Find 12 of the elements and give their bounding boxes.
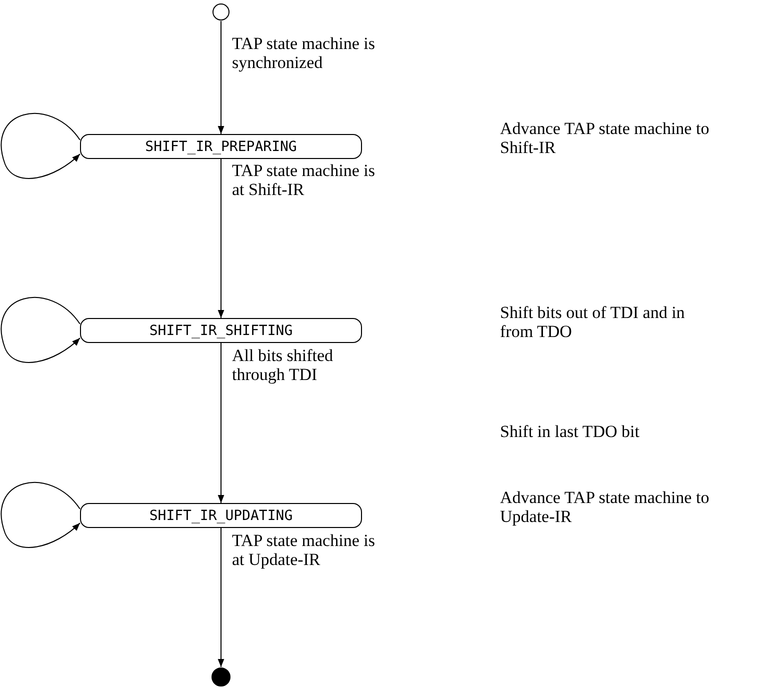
transition-arrow <box>218 528 224 668</box>
self-loop-arrow <box>1 482 80 548</box>
self-loop-arrow <box>1 296 80 363</box>
final-state-dot <box>211 667 231 687</box>
initial-state-circle <box>212 3 230 21</box>
transition-arrow <box>218 20 224 134</box>
state-box: SHIFT_IR_SHIFTING <box>80 318 362 343</box>
transition-arrow <box>218 158 224 318</box>
state-box: SHIFT_IR_UPDATING <box>80 503 362 528</box>
state-box: SHIFT_IR_PREPARING <box>80 134 362 159</box>
self-loop-arrow <box>1 112 80 179</box>
transition-arrow <box>218 342 224 504</box>
